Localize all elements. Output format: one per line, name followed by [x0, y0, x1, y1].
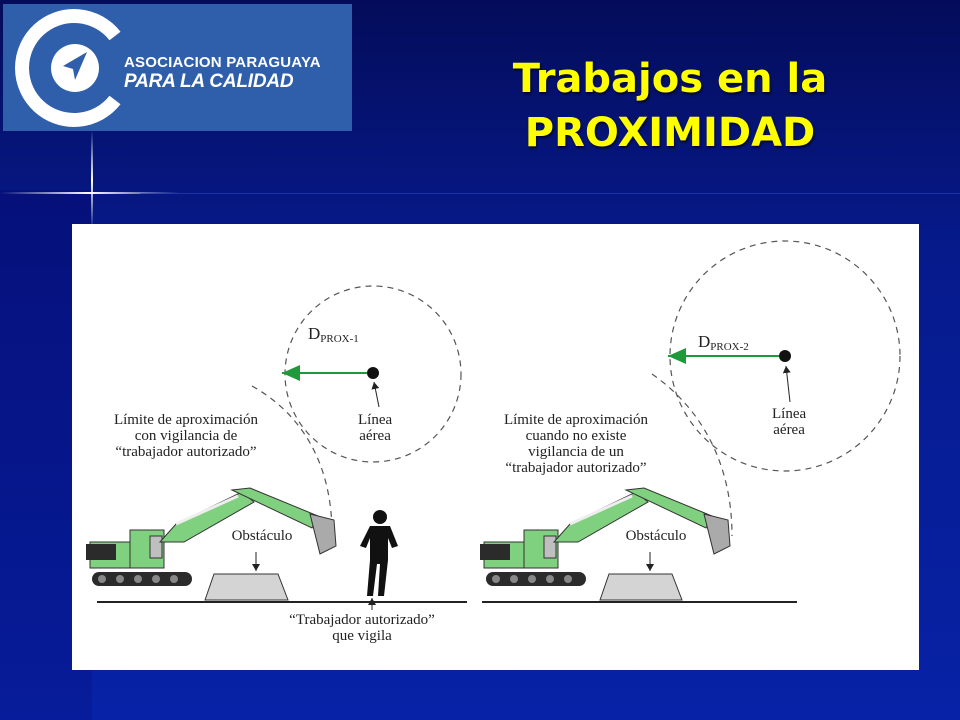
limit-label-right-1: Límite de aproximación: [503, 412, 649, 428]
logo-text-line2: PARA LA CALIDAD: [124, 71, 294, 92]
limit-label-right-4: “trabajador autorizado”: [505, 460, 647, 476]
diagram-drawing: [86, 240, 901, 610]
limit-label-left-3: “trabajador autorizado”: [115, 444, 257, 460]
approach-limit-curve-right: [651, 373, 733, 537]
worker-label-1: “Trabajador autorizado”: [289, 612, 435, 628]
air-line-label-left-1: Línea: [358, 412, 393, 428]
obstacle-right: [599, 573, 683, 601]
sparkle-decoration: [0, 130, 960, 230]
air-line-label-right: Línea aérea: [772, 406, 806, 438]
distance-label-right: DPROX-2: [698, 332, 749, 353]
limit-label-left-1: Límite de aproximación: [113, 412, 259, 428]
excavator-left: [86, 487, 337, 586]
line-pointer-left: [371, 381, 380, 408]
excavator-right: [480, 487, 731, 586]
logo-emblem-icon: [15, 9, 121, 127]
air-line-label-left: Línea aérea: [358, 412, 392, 444]
logo: ASOCIACION PARAGUAYA PARA LA CALIDAD: [3, 4, 352, 131]
obstacle-label-right: Obstáculo: [625, 528, 687, 544]
limit-label-left-2: con vigilancia de: [134, 428, 238, 444]
line-pointer-right: [782, 365, 791, 403]
power-line-left: [367, 367, 379, 379]
distance-main-right: D: [698, 332, 711, 351]
title-line1: Trabajos en la: [512, 56, 828, 102]
authorized-worker-figure: [360, 510, 398, 596]
page-title: Trabajos en la PROXIMIDAD: [440, 52, 900, 160]
worker-label-2: que vigila: [332, 628, 392, 644]
air-line-label-left-2: aérea: [359, 428, 391, 444]
limit-label-right: Límite de aproximación cuando no existe …: [476, 412, 676, 476]
obstacle-left: [204, 573, 289, 601]
obstacle-label-left: Obstáculo: [231, 528, 293, 544]
limit-label-right-3: vigilancia de un: [528, 444, 624, 460]
distance-label-left: DPROX-1: [308, 324, 359, 345]
worker-label: “Trabajador autorizado” que vigila: [252, 612, 472, 644]
proximity-diagram: DPROX-1 Línea aérea Límite de aproximaci…: [72, 224, 919, 670]
title-line2: PROXIMIDAD: [524, 110, 816, 156]
distance-main-left: D: [308, 324, 321, 343]
distance-sub-left: PROX-1: [320, 333, 359, 345]
distance-sub-right: PROX-2: [710, 341, 749, 353]
air-line-label-right-1: Línea: [772, 406, 807, 422]
logo-text-line1: ASOCIACION PARAGUAYA: [124, 54, 321, 71]
power-line-right: [779, 350, 791, 362]
air-line-label-right-2: aérea: [773, 422, 805, 438]
limit-label-right-2: cuando no existe: [525, 428, 627, 444]
limit-label-left: Límite de aproximación con vigilancia de…: [88, 412, 284, 460]
approach-limit-circle-right: [669, 240, 901, 472]
